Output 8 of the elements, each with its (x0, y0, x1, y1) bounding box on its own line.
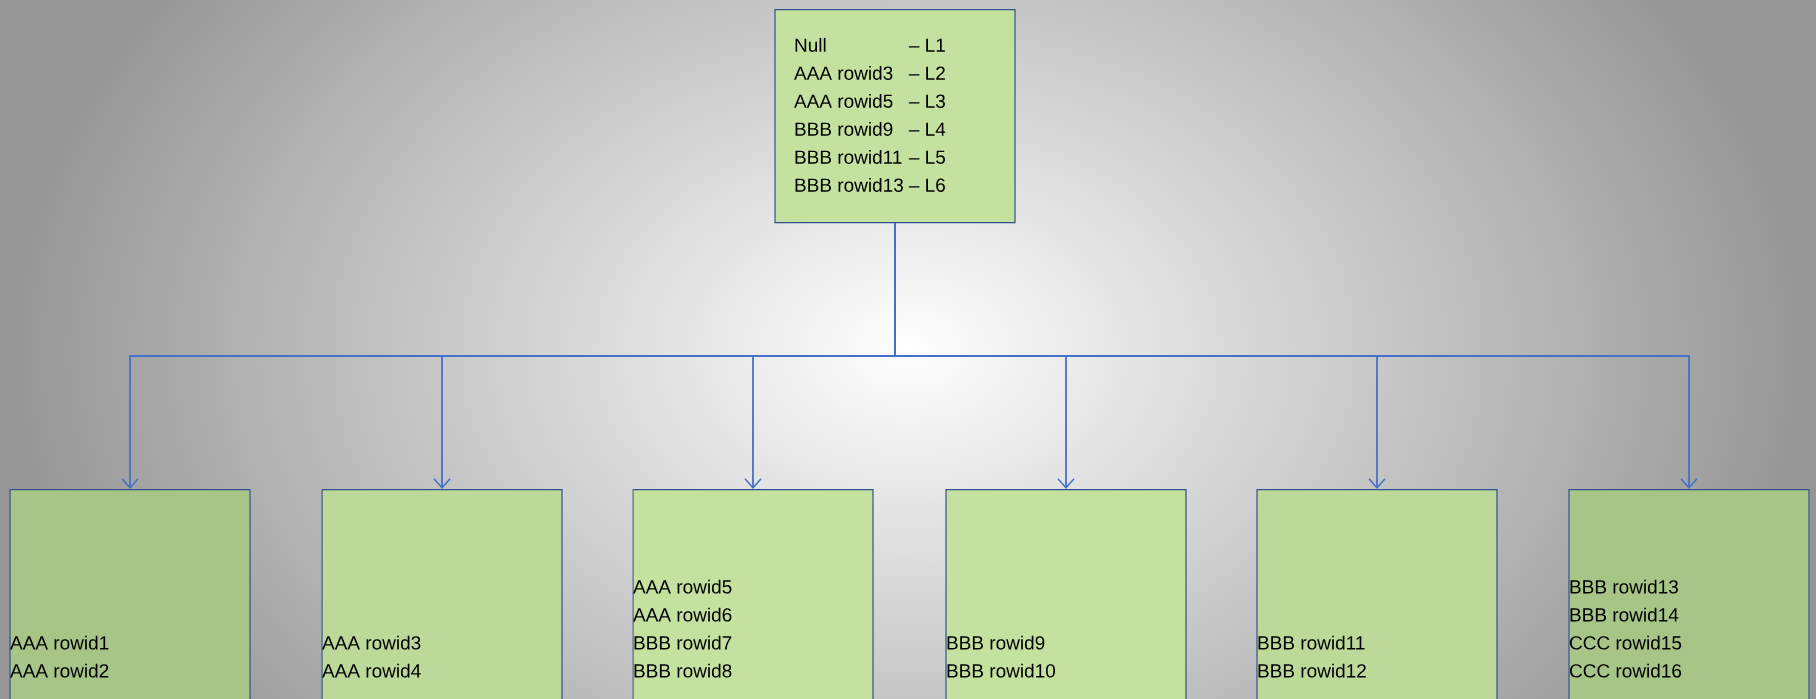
arrow (894, 222, 1698, 489)
leaf-box: BBB rowid9 BBB rowid10 (945, 489, 1187, 699)
leaf-box: BBB rowid13 BBB rowid14 CCC rowid15 CCC rowid16 (1568, 489, 1810, 699)
root-box: Null – L1 AAA rowid3 – L2 AAA rowid5 – L3 BBB rowid9 – L4 BBB rowid11 – L5 BBB rowid13 – L6 (774, 9, 1016, 224)
leaf-box: BBB rowid11 BBB rowid12 (1256, 489, 1498, 699)
leaf-box: AAA rowid5 AAA rowid6 BBB rowid7 BBB rowid8 (632, 489, 874, 699)
leaf-box: AAA rowid3 AAA rowid4 (321, 489, 563, 699)
leaf-box: AAA rowid1 AAA rowid2 (9, 489, 251, 699)
